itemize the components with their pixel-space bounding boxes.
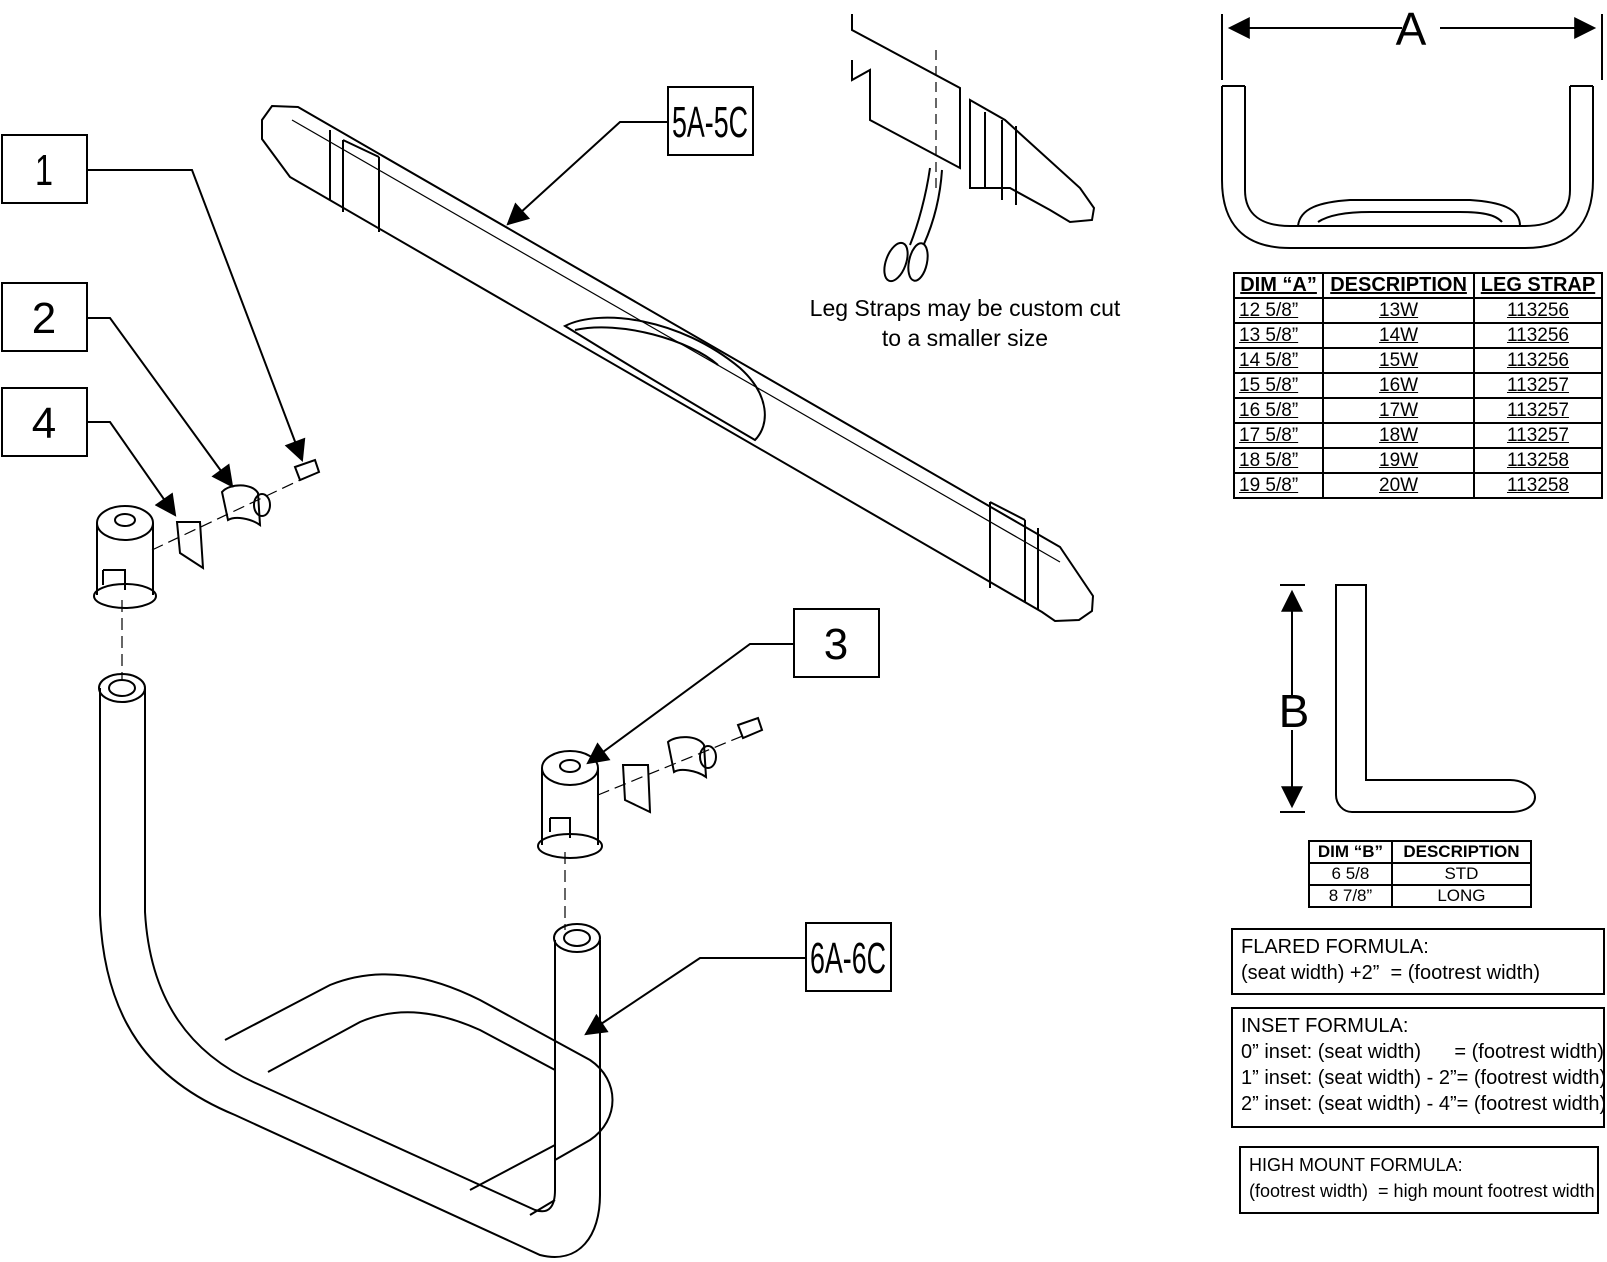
callout-label-4: 4 (32, 399, 56, 448)
custom-cut-note: Leg Straps may be custom cut to a smalle… (790, 293, 1140, 353)
cell-strap: 113257 (1472, 422, 1604, 449)
inset-formula-line-2: 1” inset: (seat width) - 2”= (footrest w… (1241, 1067, 1607, 1089)
callout-label-1: 1 (35, 146, 53, 195)
clamp-assembly-lower (537, 716, 764, 930)
cell-desc: 16W (1322, 372, 1475, 399)
clamp-assembly-upper (93, 458, 321, 680)
cell-strap: 113256 (1472, 347, 1604, 374)
cell-strap: 113256 (1472, 322, 1604, 349)
cell-desc: 20W (1322, 472, 1475, 499)
cell-dim: 8 7/8” (1308, 884, 1393, 908)
leader-lines (87, 121, 806, 1036)
dim-b-table-header: DIM “B” DESCRIPTION (1308, 840, 1533, 864)
cell-strap: 113257 (1472, 397, 1604, 424)
cell-dim: 13 5/8” (1232, 322, 1325, 349)
dimension-a-label: A (1396, 3, 1427, 55)
header-dim-b: DIM “B” (1308, 840, 1393, 864)
cell-dim: 18 5/8” (1232, 447, 1325, 474)
header-description: DESCRIPTION (1390, 840, 1533, 864)
callout-box-1 (1, 134, 88, 204)
cell-strap: 113257 (1472, 372, 1604, 399)
header-description: DESCRIPTION (1322, 272, 1475, 299)
inset-formula-line-1: 0” inset: (seat width) = (footrest width… (1241, 1041, 1604, 1063)
header-leg-strap: LEG STRAP (1472, 272, 1604, 299)
cell-desc: LONG (1390, 884, 1533, 908)
cell-dim: 17 5/8” (1232, 422, 1325, 449)
table-row: 8 7/8”LONG (1308, 884, 1533, 908)
note-line-2: to a smaller size (881, 325, 1049, 351)
cell-strap: 113258 (1472, 472, 1604, 499)
strap-cut-detail (851, 14, 1096, 283)
cell-dim: 15 5/8” (1232, 372, 1325, 399)
callout-label-6: 6A-6C (810, 934, 886, 983)
leg-strap-part (261, 104, 1095, 623)
callout-label-3: 3 (824, 620, 848, 669)
callout-label-5: 5A-5C (672, 98, 748, 147)
cell-desc: 17W (1322, 397, 1475, 424)
cell-desc: 18W (1322, 422, 1475, 449)
flared-formula-line: (seat width) +2” = (footrest width) (1241, 962, 1541, 984)
dim-a-table: DIM “A” DESCRIPTION LEG STRAP 12 5/8”13W… (1232, 272, 1604, 499)
cell-dim: 14 5/8” (1232, 347, 1325, 374)
callout-box-3 (793, 608, 880, 678)
cell-desc: 14W (1322, 322, 1475, 349)
callout-box-4 (1, 387, 88, 457)
high-mount-formula-box: HIGH MOUNT FORMULA: (footrest width) = h… (1239, 1146, 1599, 1214)
flared-formula-title: FLARED FORMULA: (1241, 936, 1429, 958)
dimension-b-drawing (1280, 584, 1537, 813)
cell-desc: STD (1390, 862, 1533, 886)
callout-box-2 (1, 282, 88, 352)
callout-box-6 (805, 922, 892, 992)
inset-formula-line-3: 2” inset: (seat width) - 4”= (footrest w… (1241, 1093, 1607, 1115)
flared-formula-box: FLARED FORMULA: (seat width) +2” = (foot… (1231, 928, 1605, 995)
cell-desc: 19W (1322, 447, 1475, 474)
callout-box-5 (667, 86, 754, 156)
inset-formula-title: INSET FORMULA: (1241, 1015, 1409, 1037)
cell-strap: 113258 (1472, 447, 1604, 474)
cell-desc: 15W (1322, 347, 1475, 374)
cell-dim: 19 5/8” (1232, 472, 1325, 499)
header-dim-a: DIM “A” (1232, 272, 1325, 299)
cell-dim: 16 5/8” (1232, 397, 1325, 424)
cell-strap: 113256 (1472, 297, 1604, 324)
cell-dim: 6 5/8 (1308, 862, 1393, 886)
footrest-tube-part (98, 673, 614, 1258)
cell-desc: 13W (1322, 297, 1475, 324)
dimension-b-label: B (1279, 685, 1310, 737)
callout-label-2: 2 (32, 294, 56, 343)
dimension-a-drawing (1221, 14, 1603, 249)
dim-a-table-header: DIM “A” DESCRIPTION LEG STRAP (1232, 272, 1604, 299)
inset-formula-box: INSET FORMULA: 0” inset: (seat width) = … (1231, 1007, 1607, 1128)
note-line-1: Leg Straps may be custom cut (809, 295, 1121, 321)
cell-dim: 12 5/8” (1232, 297, 1325, 324)
high-mount-formula-line: (footrest width) = high mount footrest w… (1249, 1181, 1595, 1201)
high-mount-formula-title: HIGH MOUNT FORMULA: (1249, 1155, 1463, 1175)
